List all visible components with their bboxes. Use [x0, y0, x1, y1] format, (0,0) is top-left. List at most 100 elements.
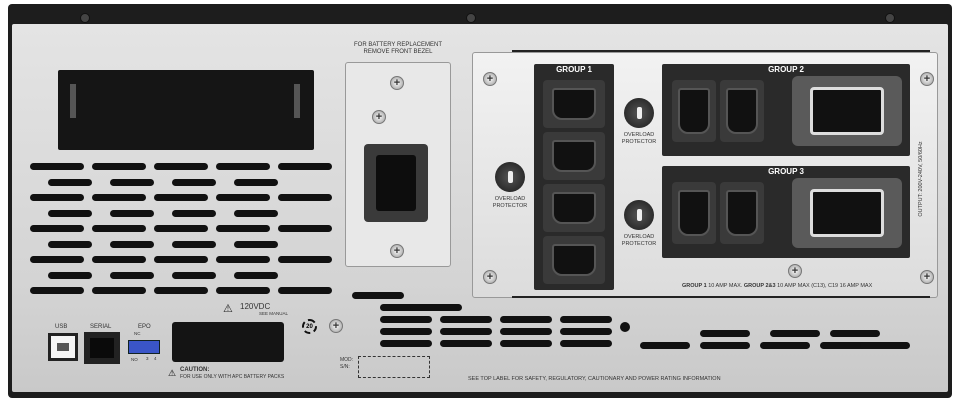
bottom-notice: SEE TOP LABEL FOR SAFETY, REGULATORY, CA… — [468, 376, 721, 382]
vent-slot — [92, 194, 146, 201]
vent-slot — [234, 209, 278, 217]
vent-slot — [154, 287, 208, 294]
indicator-hole — [620, 322, 630, 332]
sn-label: S/N: — [340, 364, 350, 370]
vent-slot — [48, 240, 92, 248]
c13-outlet[interactable] — [543, 184, 605, 232]
overload-label: OVERLOAD — [623, 234, 655, 240]
screw: + — [390, 244, 404, 258]
vent-slot — [30, 287, 84, 294]
overload-protector-group-1[interactable] — [495, 162, 525, 192]
vent-slot — [30, 194, 84, 201]
caution-icon: ⚠ — [168, 368, 177, 378]
rating-g23: GROUP 2&3 — [743, 283, 776, 289]
battery-notice-line2: REMOVE FRONT BEZEL — [363, 49, 433, 55]
epo-nc-label: NC — [134, 331, 141, 336]
c13-outlet[interactable] — [543, 80, 605, 128]
mod-label: MOD: — [340, 357, 354, 363]
vent-slot — [760, 342, 810, 349]
serial-label: SERIAL — [90, 324, 112, 330]
vent-slot — [234, 178, 278, 186]
vent-slot — [700, 330, 750, 337]
vent-slot — [278, 287, 332, 294]
vent-slot — [110, 178, 154, 186]
vent-slot — [278, 163, 332, 170]
caution-title: CAUTION: — [180, 367, 210, 373]
vent-slot — [48, 209, 92, 217]
see-manual-label: SEE MANUAL — [259, 311, 289, 316]
rating-g1: GROUP 1 — [682, 283, 707, 289]
vent-slot — [172, 240, 216, 248]
vent-slot — [560, 328, 612, 335]
vent-slot — [820, 342, 870, 349]
vent-slot — [560, 340, 612, 347]
vent-slot — [380, 304, 432, 311]
screw: + — [390, 76, 404, 90]
vent-slot — [770, 330, 820, 337]
c13-outlet[interactable] — [672, 80, 716, 142]
epo-label: EPO — [138, 324, 151, 330]
screw: + — [372, 110, 386, 124]
overload-label: PROTECTOR — [621, 139, 657, 145]
screw: + — [483, 270, 497, 284]
vent-slot — [500, 316, 552, 323]
c19-outlet[interactable] — [792, 76, 902, 146]
epo-no-label: NO — [131, 357, 138, 362]
vent-slot — [640, 342, 690, 349]
vent-slot — [380, 316, 432, 323]
usb-label: USB — [55, 324, 68, 330]
vent-slot — [830, 330, 880, 337]
vent-slot — [30, 225, 84, 232]
rating-label: GROUP 1 10 AMP MAX. GROUP 2&3 10 AMP MAX… — [682, 283, 872, 289]
vent-slot — [216, 194, 270, 201]
battery-notice-line1: FOR BATTERY REPLACEMENT — [353, 42, 443, 48]
group-1-label: GROUP 1 — [556, 65, 592, 74]
ac-input-inlet[interactable] — [364, 144, 428, 222]
top-screw — [466, 13, 476, 23]
vent-slot — [352, 292, 404, 299]
vent-slot — [216, 163, 270, 170]
vent-slot — [110, 240, 154, 248]
c13-outlet[interactable] — [672, 182, 716, 244]
vent-slot — [172, 209, 216, 217]
usb-port[interactable] — [48, 333, 78, 361]
serial-port[interactable] — [84, 332, 120, 364]
vent-slot — [110, 209, 154, 217]
vent-slot — [380, 340, 432, 347]
vent-slot — [92, 163, 146, 170]
vent-slot — [278, 194, 332, 201]
vent-slot — [278, 225, 332, 232]
vent-slot — [92, 256, 146, 263]
epo-pin-label: 4 — [154, 356, 157, 361]
vent-slot — [92, 287, 146, 294]
group-2-label: GROUP 2 — [768, 65, 804, 74]
vent-slot — [234, 240, 278, 248]
warning-icon: ⚠ — [223, 303, 233, 315]
battery-voltage-label: 120VDC — [240, 302, 271, 311]
vent-slot — [860, 342, 910, 349]
caution-text: FOR USE ONLY WITH APC BATTERY PACKS — [180, 374, 285, 380]
vent-slot — [48, 178, 92, 186]
c13-outlet[interactable] — [720, 80, 764, 142]
overload-protector-group-3[interactable] — [624, 200, 654, 230]
c13-outlet[interactable] — [543, 132, 605, 180]
epo-pin-label: 3 — [146, 356, 149, 361]
vent-slot — [700, 342, 750, 349]
smartslot-cover[interactable] — [58, 70, 314, 150]
group-3-label: GROUP 3 — [768, 167, 804, 176]
screw: + — [920, 270, 934, 284]
vent-slot — [440, 340, 492, 347]
vent-slot — [500, 340, 552, 347]
vent-slot — [154, 194, 208, 201]
c13-outlet[interactable] — [720, 182, 764, 244]
c13-outlet[interactable] — [543, 236, 605, 284]
external-battery-connector[interactable] — [172, 322, 284, 362]
c19-outlet[interactable] — [792, 178, 902, 248]
vent-slot — [278, 256, 332, 263]
vent-slot — [410, 304, 462, 311]
screw: + — [920, 72, 934, 86]
rating-g23-text: 10 AMP MAX (C13), C19 16 AMP MAX — [777, 283, 873, 289]
epo-connector[interactable] — [128, 340, 160, 354]
overload-protector-group-2[interactable] — [624, 98, 654, 128]
vent-slot — [234, 271, 278, 279]
